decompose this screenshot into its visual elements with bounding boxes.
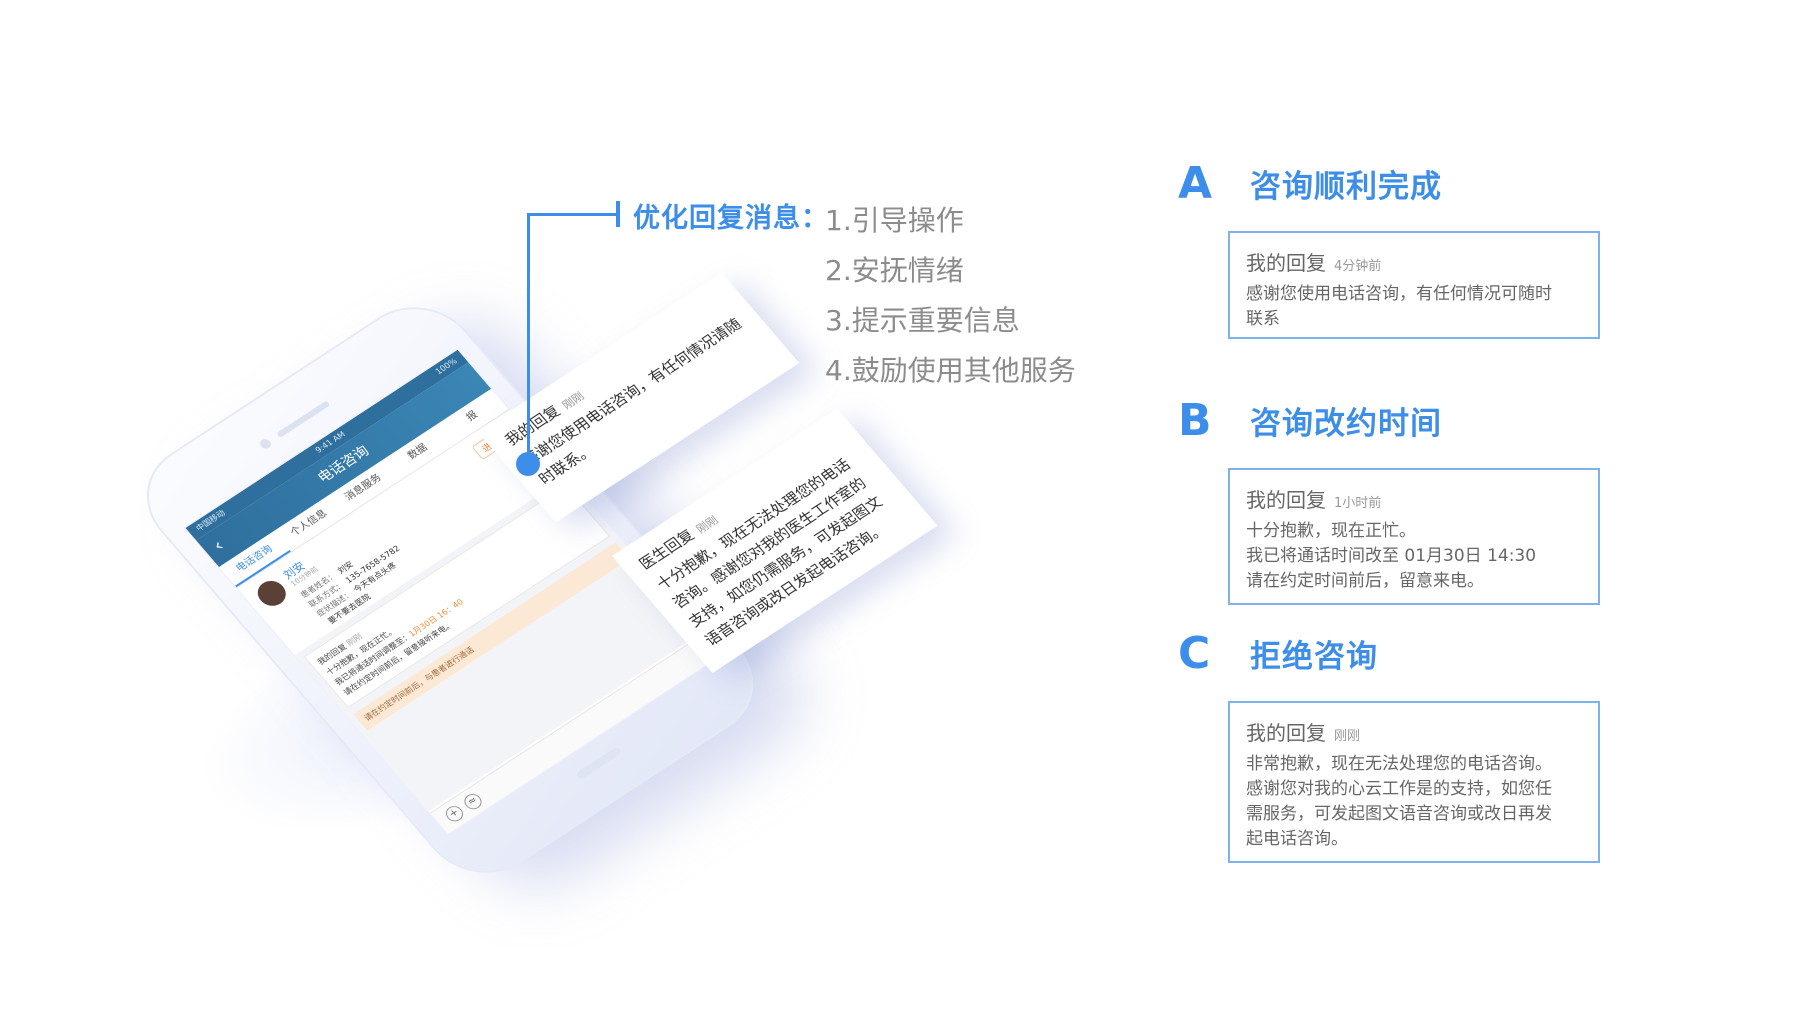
reply-card-a: 我的回复 4分钟前 感谢您使用电话咨询，有任何情况可随时 联系 <box>1228 231 1600 339</box>
card-time: 4分钟前 <box>1334 259 1382 274</box>
section-title: 咨询顺利完成 <box>1250 168 1442 205</box>
home-indicator <box>575 746 623 781</box>
callout-dot <box>516 452 540 476</box>
callout-tick <box>616 201 620 227</box>
card-label: 我的回复 <box>1246 251 1326 275</box>
voice-icon[interactable]: ≈ <box>460 790 486 813</box>
card-body: 非常抱歉，现在无法处理您的电话咨询。 感谢您对我的心云工作是的支持，如您任 需服… <box>1246 754 1552 849</box>
section-letter: A <box>1178 157 1213 209</box>
section-b-header: B 咨询改约时间 <box>1178 394 1442 446</box>
callout-item: 3.提示重要信息 <box>825 304 1020 337</box>
callout-item: 4.鼓励使用其他服务 <box>825 354 1076 387</box>
section-letter: C <box>1178 627 1211 679</box>
avatar <box>252 576 292 611</box>
card-body: 感谢您使用电话咨询，有任何情况可随时 联系 <box>1246 284 1552 329</box>
section-a-header: A 咨询顺利完成 <box>1178 157 1442 209</box>
card-time: 刚刚 <box>1334 729 1361 744</box>
reply-card-c: 我的回复 刚刚 非常抱歉，现在无法处理您的电话咨询。 感谢您对我的心云工作是的支… <box>1228 701 1600 863</box>
callout-list: 1.引导操作 2.安抚情绪 3.提示重要信息 4.鼓励使用其他服务 <box>825 199 1076 399</box>
section-title: 咨询改约时间 <box>1250 405 1442 442</box>
callout-item: 1.引导操作 <box>825 204 964 237</box>
card-label: 我的回复 <box>1246 488 1326 512</box>
section-letter: B <box>1178 394 1212 446</box>
card-body: 十分抱歉，现在正忙。 我已将通话时间改至 01月30日 14:30 请在约定时间… <box>1246 521 1537 591</box>
section-c-header: C 拒绝咨询 <box>1178 627 1378 679</box>
callout-connector <box>527 213 530 458</box>
speaker-grille <box>276 400 331 439</box>
reply-card-b: 我的回复 1小时前 十分抱歉，现在正忙。 我已将通话时间改至 01月30日 14… <box>1228 468 1600 605</box>
card-label: 我的回复 <box>1246 721 1326 745</box>
add-icon[interactable]: + <box>442 803 467 825</box>
callout-connector <box>527 213 617 216</box>
section-title: 拒绝咨询 <box>1250 638 1378 675</box>
camera-icon <box>257 437 274 451</box>
card-time: 1小时前 <box>1334 496 1382 511</box>
callout-title: 优化回复消息： <box>633 203 829 234</box>
callout-item: 2.安抚情绪 <box>825 254 964 287</box>
